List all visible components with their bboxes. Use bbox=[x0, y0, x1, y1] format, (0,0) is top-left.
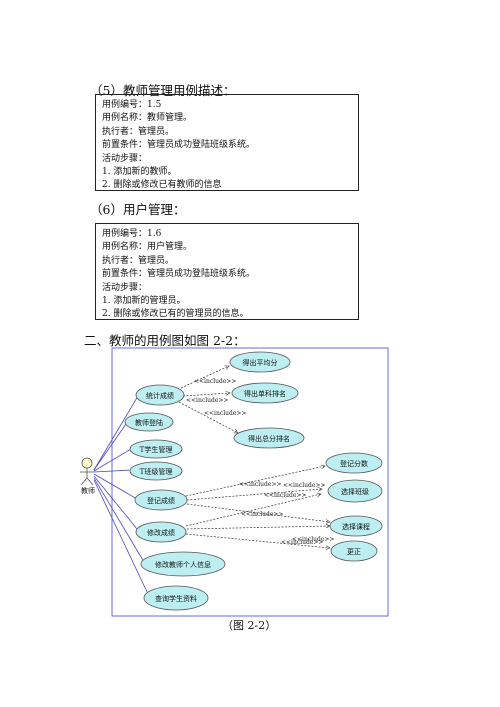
figure-caption: （图 2-2） bbox=[222, 619, 277, 632]
include-label: <<include>> bbox=[281, 539, 323, 546]
box-line: 活动步骤： bbox=[102, 153, 148, 164]
section-two-heading: 二、教师的用例图如图 2-2： bbox=[84, 333, 246, 348]
include-label: <<include>> bbox=[194, 378, 236, 385]
use-case-box-teacher-management: 用例编号：1.5 用例名称：教师管理。 执行者：管理员。 前置条件：管理员成功登… bbox=[95, 94, 359, 191]
use-case-box-user-management: 用例编号：1.6 用例名称：用户管理。 执行者：管理员。 前置条件：管理员成功登… bbox=[95, 223, 359, 320]
box-line: 用例编号：1.6 bbox=[102, 229, 162, 239]
use-case-label: 选择课程 bbox=[342, 522, 370, 531]
use-case-correct bbox=[330, 540, 378, 562]
use-case-stats bbox=[135, 384, 185, 406]
box-line: 用例名称：用户管理。 bbox=[102, 242, 193, 253]
use-case-t-class bbox=[129, 461, 183, 481]
use-case-choose-course bbox=[329, 515, 383, 537]
use-case-label: 选择班级 bbox=[341, 487, 369, 496]
use-case-label: 查询学生资料 bbox=[155, 594, 197, 603]
box-line: 2. 删除或修改已有的管理员的信息。 bbox=[102, 309, 249, 320]
box-line: 用例名称：教师管理。 bbox=[102, 113, 193, 124]
include-label: <<include>> bbox=[239, 481, 281, 488]
use-case-t-student bbox=[129, 439, 183, 459]
use-case-label: 统计成绩 bbox=[146, 391, 174, 400]
box-line: 1. 添加新的管理员。 bbox=[102, 296, 186, 307]
system-boundary bbox=[111, 347, 389, 617]
use-case-choose-class bbox=[327, 479, 383, 503]
section6-heading: （6）用户管理： bbox=[90, 202, 186, 217]
actor-associations bbox=[93, 395, 149, 595]
use-case-record-score bbox=[325, 452, 383, 474]
include-label: <<include>> bbox=[283, 482, 325, 489]
actor-teacher bbox=[80, 457, 94, 486]
use-case-rank-single bbox=[231, 382, 299, 404]
include-labels: <<include>> <<include>> <<include>> <<in… bbox=[186, 378, 334, 546]
include-arrows bbox=[178, 366, 330, 548]
box-line: 前置条件：管理员成功登陆班级系统。 bbox=[102, 269, 256, 280]
include-label: <<include>> bbox=[264, 492, 306, 499]
use-case-label: 修改成绩 bbox=[147, 528, 175, 537]
box-line: 用例编号：1.5 bbox=[102, 100, 162, 110]
use-case-label: 得出总分排名 bbox=[248, 434, 290, 443]
use-case-rank-total bbox=[233, 427, 305, 449]
include-label: <<include>> bbox=[292, 536, 334, 543]
use-case-query-student bbox=[143, 585, 209, 611]
box-line: 1. 添加新的教师。 bbox=[102, 167, 177, 178]
include-label: <<include>> bbox=[204, 410, 246, 417]
use-case-label: 登记成绩 bbox=[147, 496, 175, 505]
use-case-label: 教师登陆 bbox=[135, 418, 163, 427]
use-case-modify bbox=[135, 521, 187, 543]
use-case-label: 修改教师个人信息 bbox=[155, 560, 211, 569]
box-line: 执行者：管理员。 bbox=[102, 255, 175, 266]
box-line: 前置条件：管理员成功登陆班级系统。 bbox=[102, 140, 256, 151]
use-case-record bbox=[134, 489, 188, 511]
use-case-label: 更正 bbox=[347, 548, 361, 556]
use-case-label: T学生管理 bbox=[140, 445, 173, 454]
include-label: <<include>> bbox=[186, 397, 228, 404]
use-case-label: T班级管理 bbox=[140, 467, 173, 476]
use-case-modify-info bbox=[140, 551, 226, 577]
box-line: 2. 删除或修改已有教师的信息 bbox=[102, 180, 222, 191]
use-case-label: 得出单科排名 bbox=[244, 389, 286, 398]
include-label: <<include>> bbox=[241, 511, 283, 518]
use-cases bbox=[124, 351, 383, 611]
actor-label: 教师 bbox=[81, 486, 95, 495]
use-case-label: 登记分数 bbox=[340, 459, 368, 468]
use-case-label: 得出平均分 bbox=[243, 358, 278, 367]
use-case-avg bbox=[229, 351, 291, 373]
box-line: 活动步骤： bbox=[102, 282, 148, 293]
box-line: 执行者：管理员。 bbox=[102, 126, 175, 137]
use-case-teacher-login bbox=[124, 412, 174, 432]
